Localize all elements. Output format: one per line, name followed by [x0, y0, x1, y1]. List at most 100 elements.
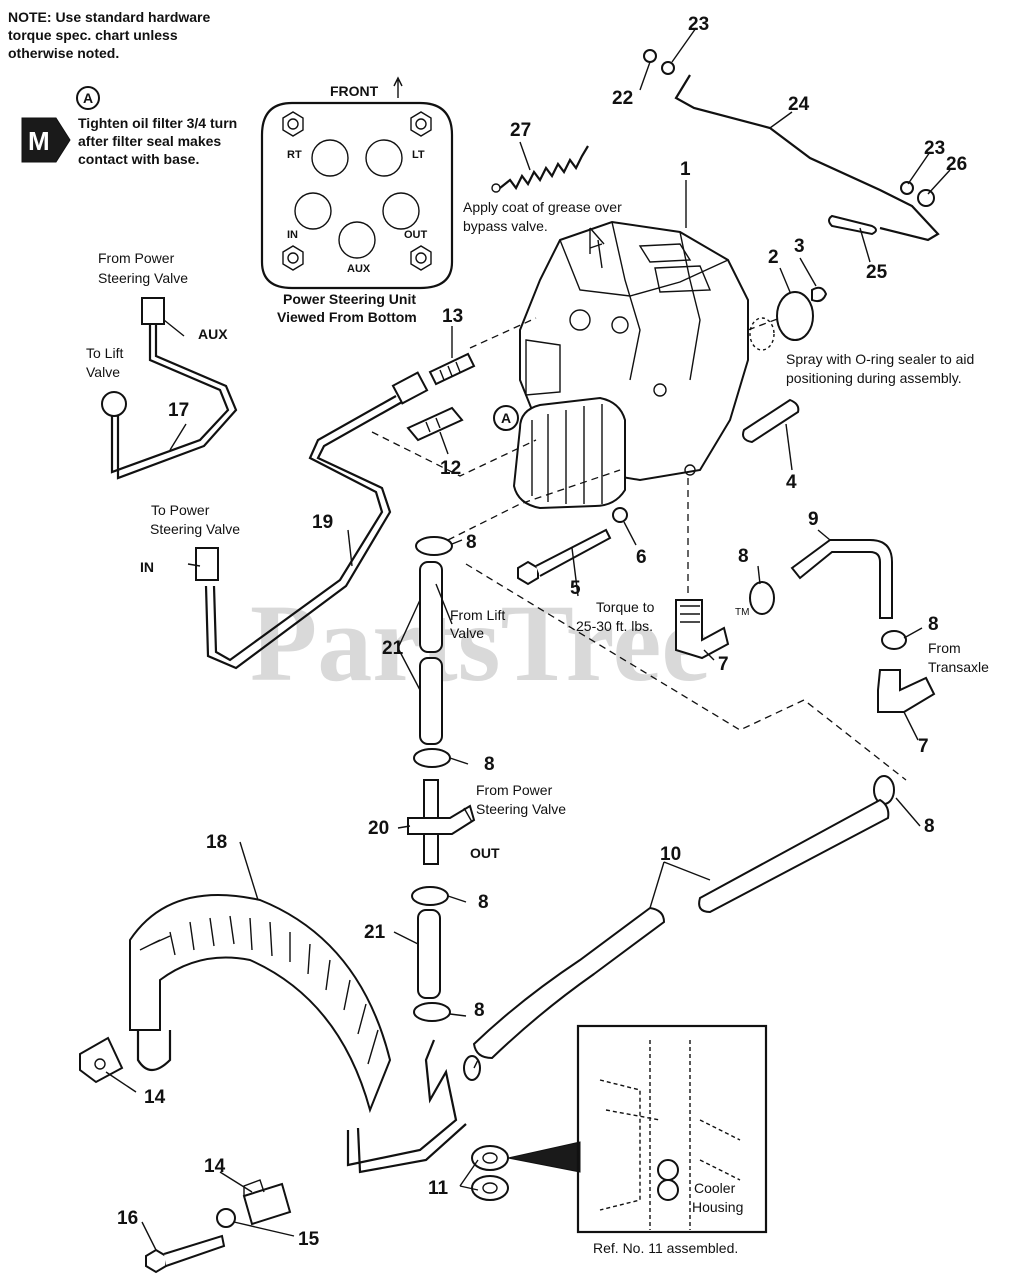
callout-a-line-1: Tighten oil filter 3/4 turn — [78, 115, 237, 131]
part-number-27: 27 — [510, 120, 531, 141]
tee-fitting-20 — [407, 779, 476, 865]
m-badge-shape — [21, 117, 71, 163]
bolt-5 — [517, 528, 612, 586]
port-lt-circle — [365, 139, 403, 177]
out-label: OUT — [470, 845, 500, 861]
part-number-25: 25 — [866, 262, 888, 283]
assembly-dashed-lines — [371, 317, 907, 781]
front-arrow-icon — [393, 76, 403, 98]
to-lift-valve-2: Valve — [86, 364, 120, 380]
part-number-8-b: 8 — [738, 546, 749, 567]
port-rt-label: RT — [287, 149, 302, 161]
leader-lines — [105, 27, 951, 1251]
grease-note-1: Apply coat of grease over — [463, 199, 622, 215]
part-number-14-left: 14 — [144, 1087, 166, 1108]
cap-26 — [917, 189, 935, 207]
washer-22 — [643, 49, 657, 63]
callout-a-filter-circle — [493, 405, 519, 431]
to-ps-valve-1: To Power — [151, 502, 210, 518]
washer-6 — [612, 507, 628, 523]
oring-note-2: positioning during assembly. — [786, 370, 962, 386]
part-number-20: 20 — [368, 818, 389, 839]
part-number-21-lower: 21 — [364, 922, 386, 943]
bolt-hex-icons — [282, 111, 432, 271]
o-ring-2 — [776, 291, 814, 341]
callout-a-line-3: contact with base. — [78, 151, 199, 167]
from-ps-valve-mid-2: Steering Valve — [476, 801, 566, 817]
line-17 — [101, 297, 238, 480]
to-lift-valve-1: To Lift — [86, 345, 123, 361]
callout-a-circle — [76, 86, 100, 110]
port-rt-circle — [311, 139, 349, 177]
part-number-19: 19 — [312, 512, 333, 533]
part-number-21-upper: 21 — [382, 638, 404, 659]
part-number-4: 4 — [786, 472, 797, 493]
mounting-plate — [260, 101, 454, 290]
part-number-23-right: 23 — [924, 138, 945, 159]
grease-note-2: bypass valve. — [463, 218, 548, 234]
torque-note-1: Torque to — [596, 599, 655, 615]
oring-note-1: Spray with O-ring sealer to aid — [786, 351, 974, 367]
part-number-13: 13 — [442, 306, 463, 327]
fitting-13 — [428, 352, 476, 386]
part-number-7-center: 7 — [718, 654, 729, 675]
bracket-14-left — [79, 1036, 124, 1084]
cooler-housing-1: Cooler — [694, 1180, 736, 1196]
port-out-circle — [382, 192, 420, 230]
part-number-8-g: 8 — [474, 1000, 485, 1021]
tube-21-lower — [417, 909, 441, 999]
front-label: FRONT — [330, 83, 379, 99]
part-number-8-e: 8 — [924, 816, 935, 837]
part-number-22: 22 — [612, 88, 633, 109]
grommets-11 — [471, 1145, 509, 1201]
washer-23-right — [900, 181, 914, 195]
from-ps-valve-mid-1: From Power — [476, 782, 553, 798]
m-badge-letter: M — [28, 126, 50, 156]
spring-27 — [491, 145, 589, 193]
from-transaxle-1: From — [928, 640, 961, 656]
part-number-8-c: 8 — [928, 614, 939, 635]
in-label: IN — [140, 559, 154, 575]
torque-note-2: 25-30 ft. lbs. — [576, 618, 653, 634]
washer-15 — [216, 1208, 236, 1228]
part-number-5: 5 — [570, 578, 581, 599]
part-number-17: 17 — [168, 400, 189, 421]
part-number-1: 1 — [680, 159, 691, 180]
aux-label: AUX — [198, 326, 228, 342]
part-number-10: 10 — [660, 844, 681, 865]
elbow-fitting-7-center — [675, 599, 730, 660]
power-steering-unit-1 — [512, 220, 749, 510]
callout-a-filter-letter: A — [501, 410, 511, 426]
line-19 — [195, 371, 429, 670]
hose-clamps-8 — [411, 536, 907, 1081]
bottom-view-caption-2: Viewed From Bottom — [277, 309, 417, 325]
cooler-housing-2: Housing — [692, 1199, 743, 1215]
bracket-14-bottom — [242, 1179, 292, 1226]
part-number-14-bottom: 14 — [204, 1156, 226, 1177]
callout-a-line-2: after filter seal makes — [78, 133, 221, 149]
grip-25 — [828, 214, 877, 236]
detail-pointer — [507, 1141, 581, 1173]
note-line-2: torque spec. chart unless — [8, 27, 178, 43]
note-line-1: NOTE: Use standard hardware — [8, 9, 210, 25]
elbow-fitting-7-right — [877, 669, 936, 713]
hose-10 — [472, 798, 890, 1060]
part-number-6: 6 — [636, 547, 647, 568]
bypass-rod-24 — [674, 74, 940, 242]
to-ps-valve-2: Steering Valve — [150, 521, 240, 537]
fitting-12 — [406, 406, 464, 442]
hose-9 — [790, 539, 893, 619]
part-number-26: 26 — [946, 154, 967, 175]
part-number-23-top: 23 — [688, 14, 709, 35]
general-note: NOTE: Use standard hardware torque spec.… — [8, 9, 210, 61]
part-number-7-right: 7 — [918, 736, 929, 757]
from-transaxle-2: Transaxle — [928, 659, 989, 675]
from-ps-valve-top-2: Steering Valve — [98, 270, 188, 286]
bottom-view-diagram: FRONT RT LT IN OUT AUX Power Steering Un… — [260, 76, 454, 325]
part-number-8-d: 8 — [484, 754, 495, 775]
part-number-12: 12 — [440, 458, 461, 479]
part-number-2: 2 — [768, 247, 779, 268]
callout-a-letter: A — [83, 90, 93, 106]
part-number-8-a: 8 — [466, 532, 477, 553]
